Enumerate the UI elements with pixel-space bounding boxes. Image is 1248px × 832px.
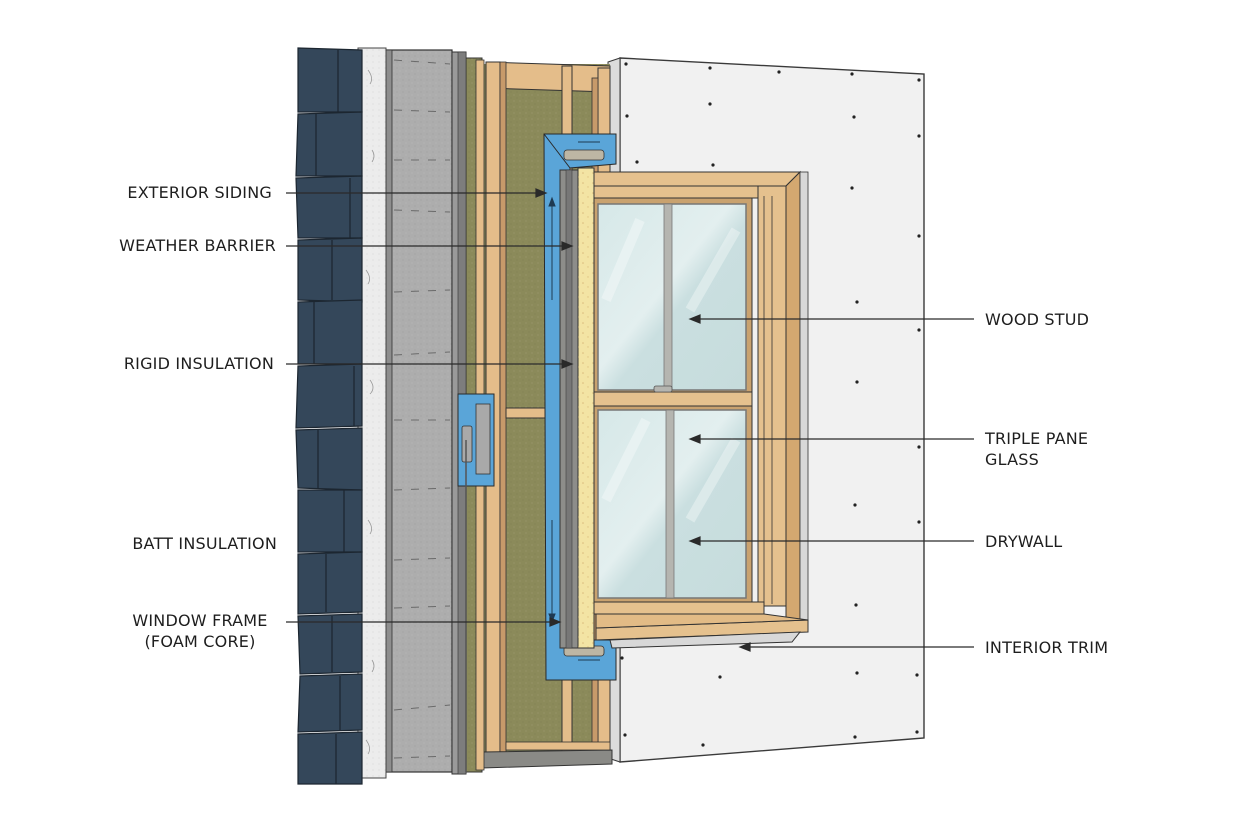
label-drywall: DRYWALL [985,532,1063,551]
exterior-siding-layer [295,47,363,785]
label-window-frame-foam-core: WINDOW FRAME (FOAM CORE) [132,611,268,651]
window-unit [593,170,809,649]
label-weather-barrier: WEATHER BARRIER [119,236,276,255]
label-batt-insulation: BATT INSULATION [132,534,277,553]
weather-barrier-layer [357,47,387,779]
window-frame-foam-core [559,167,595,649]
leader-lines [286,188,974,652]
label-triple-pane-glass: TRIPLE PANE GLASS [985,429,1089,469]
rigid-insulation-layer [385,49,467,775]
label-exterior-siding: EXTERIOR SIDING [127,183,272,202]
label-wood-stud: WOOD STUD [985,310,1090,329]
label-interior-trim: INTERIOR TRIM [985,638,1109,657]
label-rigid-insulation: RIGID INSULATION [123,354,274,373]
